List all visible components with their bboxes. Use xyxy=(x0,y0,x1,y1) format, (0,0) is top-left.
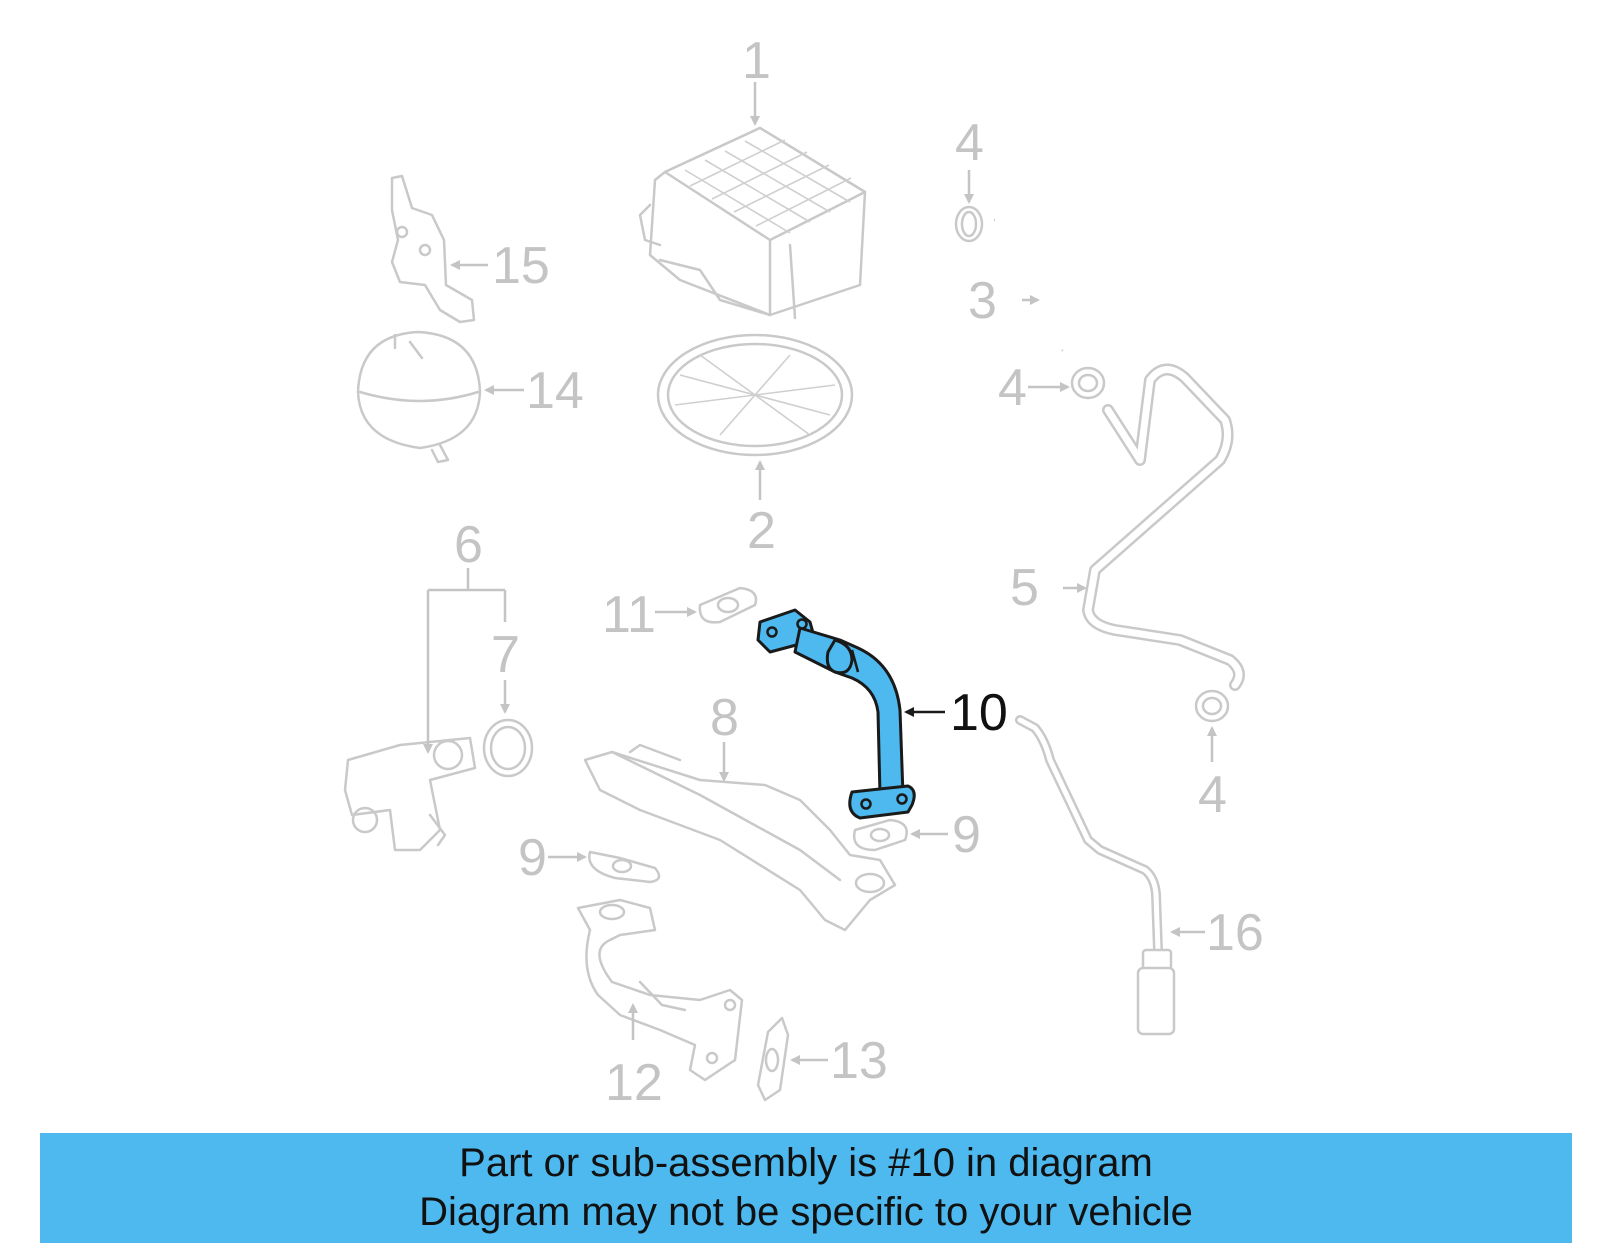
callout-6: 6 xyxy=(454,516,483,574)
callout-5: 5 xyxy=(1010,559,1039,617)
part-4-clamp-top xyxy=(954,205,984,243)
part-4-clamp-mid xyxy=(1070,366,1106,400)
callout-1: 1 xyxy=(742,32,771,90)
callout-4a: 4 xyxy=(955,114,984,172)
callout-4c: 4 xyxy=(1198,766,1227,824)
callout-2: 2 xyxy=(747,502,776,560)
callout-8: 8 xyxy=(710,689,739,747)
part-14-reservoir xyxy=(356,330,482,464)
banner-line-2: Diagram may not be specific to your vehi… xyxy=(419,1190,1193,1234)
callout-4b: 4 xyxy=(998,359,1027,417)
part-9-gasket-right xyxy=(852,818,908,852)
callout-16: 16 xyxy=(1206,904,1264,962)
part-2-filter-element xyxy=(656,333,854,457)
part-6-egr-valve xyxy=(343,736,477,852)
callout-10: 10 xyxy=(950,684,1008,742)
part-3-hose xyxy=(993,214,1066,353)
callout-12: 12 xyxy=(605,1054,663,1112)
callout-9b: 9 xyxy=(952,806,981,864)
part-5-pipe xyxy=(1082,363,1245,691)
info-banner: Part or sub-assembly is #10 in diagram D… xyxy=(40,1133,1572,1243)
callout-14: 14 xyxy=(526,362,584,420)
callout-15: 15 xyxy=(492,237,550,295)
part-15-bracket xyxy=(390,174,476,324)
callout-13: 13 xyxy=(830,1032,888,1090)
part-6-bracket-lines xyxy=(423,568,507,754)
part-12-pipe xyxy=(576,898,744,1082)
part-1-air-box xyxy=(638,126,867,320)
part-16-sensor-line xyxy=(1015,715,1176,1036)
part-4-clamp-bottom xyxy=(1194,689,1230,723)
callout-7: 7 xyxy=(491,626,520,684)
callout-9a: 9 xyxy=(518,829,547,887)
part-13-gasket xyxy=(756,1016,790,1102)
part-7-o-ring xyxy=(482,718,534,778)
banner-line-1: Part or sub-assembly is #10 in diagram xyxy=(459,1141,1153,1185)
part-10-egr-pipe-highlighted xyxy=(756,608,916,820)
callout-11: 11 xyxy=(602,586,656,644)
part-9-gasket-left xyxy=(588,850,661,884)
callout-3: 3 xyxy=(968,272,997,330)
part-11-gasket xyxy=(698,586,758,624)
part-8-egr-cooler xyxy=(583,743,897,932)
